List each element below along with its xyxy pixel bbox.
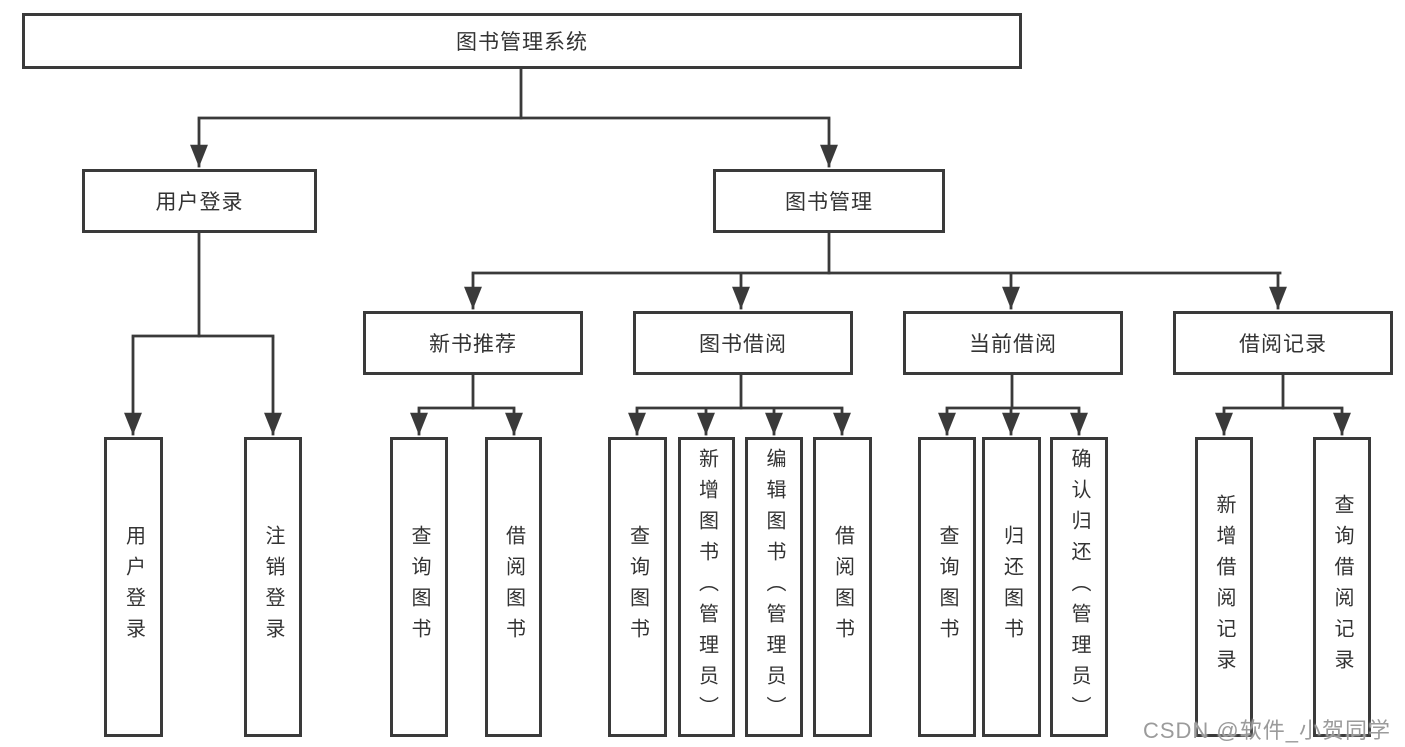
leaf-label: 确认归还（管理员）: [1068, 447, 1090, 727]
node-label: 图书管理系统: [456, 31, 588, 54]
csdn-watermark: CSDN @软件_小贺同学: [1142, 718, 1391, 743]
leaf-label: 编辑图书（管理员）: [763, 447, 785, 727]
node-label: 图书借阅: [699, 333, 787, 356]
leaf-label: 用户登录: [122, 525, 145, 649]
leaf-query-books-current: 查询图书: [918, 437, 976, 737]
leaf-borrow-books-recommend: 借阅图书: [485, 437, 542, 737]
leaf-label: 查询图书: [936, 525, 958, 649]
leaf-logout: 注销登录: [244, 437, 302, 737]
leaf-return-books: 归还图书: [982, 437, 1041, 737]
leaf-label: 查询图书: [408, 525, 430, 649]
leaf-query-borrow-record: 查询借阅记录: [1313, 437, 1371, 737]
leaf-label: 归还图书: [1000, 525, 1023, 649]
node-label: 当前借阅: [969, 333, 1057, 356]
leaf-user-login: 用户登录: [104, 437, 163, 737]
node-book-borrow: 图书借阅: [633, 311, 853, 375]
node-label: 图书管理: [785, 191, 873, 214]
leaf-borrow-books: 借阅图书: [813, 437, 872, 737]
leaf-label: 查询借阅记录: [1331, 494, 1353, 680]
leaf-add-books-admin: 新增图书（管理员）: [678, 437, 735, 737]
leaf-label: 查询图书: [626, 525, 649, 649]
node-new-book-recommend: 新书推荐: [363, 311, 583, 375]
leaf-query-books-recommend: 查询图书: [390, 437, 448, 737]
leaf-label: 借阅图书: [502, 525, 525, 649]
leaf-label: 新增图书（管理员）: [695, 447, 718, 727]
node-current-borrow: 当前借阅: [903, 311, 1123, 375]
node-user-login: 用户登录: [82, 169, 317, 233]
leaf-edit-books-admin: 编辑图书（管理员）: [745, 437, 803, 737]
node-label: 用户登录: [155, 191, 244, 214]
leaf-confirm-return-admin: 确认归还（管理员）: [1050, 437, 1108, 737]
node-book-management: 图书管理: [713, 169, 945, 233]
leaf-label: 新增借阅记录: [1213, 494, 1235, 680]
leaf-label: 注销登录: [262, 525, 284, 649]
leaf-label: 借阅图书: [831, 525, 854, 649]
node-library-management-system: 图书管理系统: [22, 13, 1022, 69]
node-label: 借阅记录: [1239, 333, 1327, 356]
leaf-query-books-borrow: 查询图书: [608, 437, 667, 737]
node-label: 新书推荐: [429, 333, 517, 356]
leaf-add-borrow-record: 新增借阅记录: [1195, 437, 1253, 737]
node-borrow-record: 借阅记录: [1173, 311, 1393, 375]
